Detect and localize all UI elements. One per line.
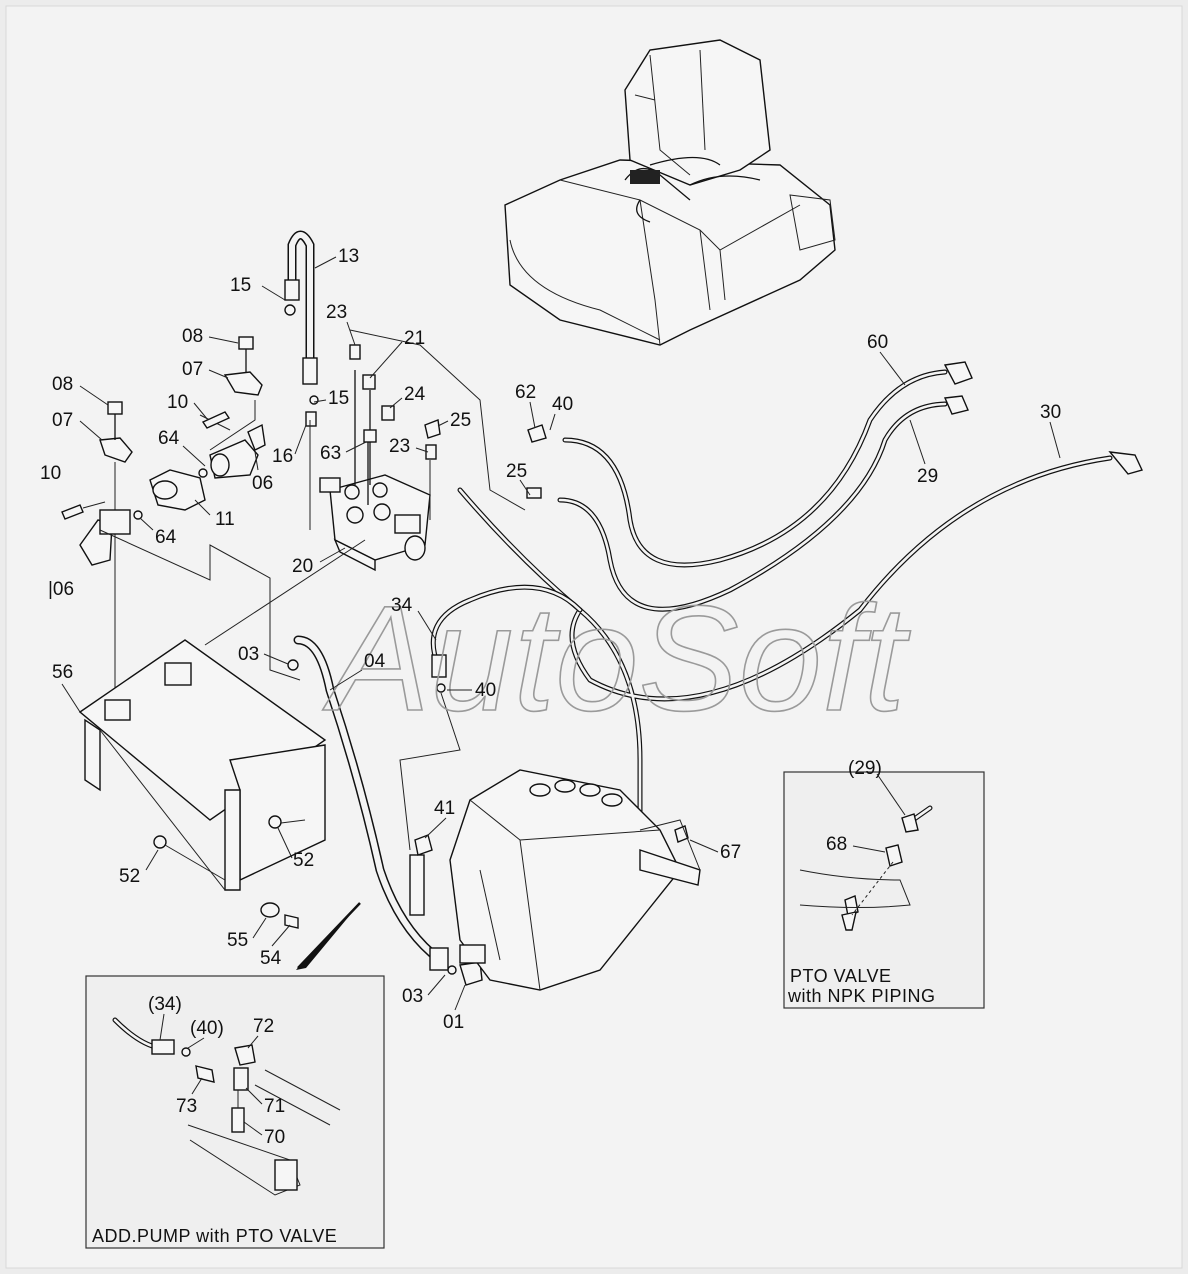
label-10: 10 — [167, 392, 188, 413]
label-07: 07 — [182, 359, 203, 380]
hose-29 — [557, 395, 969, 612]
label-20: 20 — [292, 556, 313, 577]
control-valve — [409, 769, 701, 991]
label-08: 08 — [52, 374, 73, 395]
inset-caption-line1: PTO VALVE — [790, 966, 892, 986]
label-63: 63 — [320, 443, 341, 464]
label-55: 55 — [227, 930, 248, 951]
label-21: 21 — [404, 328, 425, 349]
label-34: 34 — [391, 595, 413, 616]
label-56: 56 — [52, 662, 73, 683]
label-70: 70 — [264, 1127, 285, 1148]
label-13: 13 — [338, 246, 359, 267]
label-04: 04 — [364, 651, 386, 672]
label-40: 40 — [552, 394, 573, 415]
label-03: 03 — [402, 986, 423, 1007]
inset-add-pump: (34) (40) 72 73 71 70 ADD.PUMP with PTO … — [85, 975, 385, 1249]
label-03: 03 — [238, 644, 259, 665]
label-73: 73 — [176, 1096, 197, 1117]
hose-60 — [562, 361, 973, 568]
label-34-ref: (34) — [148, 994, 182, 1015]
label-40: 40 — [475, 680, 496, 701]
label-64: 64 — [155, 527, 177, 548]
label-16: 16 — [272, 446, 293, 467]
watermark: AutoSoft — [322, 574, 911, 742]
label-52: 52 — [119, 866, 140, 887]
label-24: 24 — [404, 384, 426, 405]
label-60: 60 — [867, 332, 888, 353]
leader-lines — [61, 256, 1061, 1011]
label-62: 62 — [515, 382, 536, 403]
guide-line — [209, 400, 256, 451]
label-29-ref: (29) — [848, 758, 882, 779]
label-15: 15 — [230, 275, 251, 296]
label-25: 25 — [506, 461, 527, 482]
label-23: 23 — [389, 436, 410, 457]
excavator-overview — [504, 39, 836, 346]
bracket-56 — [78, 639, 327, 929]
label-10: 10 — [40, 463, 61, 484]
label-40-ref: (40) — [190, 1018, 224, 1039]
callout-labels: 13 15 08 07 08 07 10 64 06 10 11 64 |06 … — [40, 246, 1061, 1033]
label-07: 07 — [52, 410, 73, 431]
label-23: 23 — [326, 302, 347, 323]
label-54: 54 — [260, 948, 282, 969]
label-71: 71 — [264, 1096, 285, 1117]
label-08: 08 — [182, 326, 203, 347]
label-06: |06 — [48, 579, 74, 600]
inset-pto-npk: (29) 68 PTO VALVE with NPK PIPING — [783, 758, 985, 1009]
label-06: 06 — [252, 473, 273, 494]
hose-04 — [287, 635, 483, 986]
label-72: 72 — [253, 1016, 274, 1037]
guide-line — [99, 529, 301, 681]
pump-11 — [61, 411, 231, 520]
label-15: 15 — [328, 388, 349, 409]
hose-13 — [284, 230, 318, 385]
bracket-07-upper — [223, 336, 263, 396]
elbow-06-upper — [209, 423, 266, 479]
label-41: 41 — [434, 798, 455, 819]
bracket-07-lower — [99, 401, 133, 700]
label-68: 68 — [826, 834, 847, 855]
inset-caption: ADD.PUMP with PTO VALVE — [92, 1226, 337, 1246]
guide-line — [399, 692, 461, 851]
pto-valve-20 — [204, 344, 547, 646]
label-01: 01 — [443, 1012, 464, 1033]
label-30: 30 — [1040, 402, 1061, 423]
label-64: 64 — [158, 428, 180, 449]
label-11: 11 — [215, 509, 235, 530]
hose-34 — [430, 584, 583, 693]
inset-caption-line2: with NPK PIPING — [787, 986, 936, 1006]
elbow-06-lower — [79, 509, 131, 566]
label-25: 25 — [450, 410, 471, 431]
guide-line — [349, 329, 526, 511]
label-67: 67 — [720, 842, 741, 863]
label-29: 29 — [917, 466, 938, 487]
label-52: 52 — [293, 850, 314, 871]
